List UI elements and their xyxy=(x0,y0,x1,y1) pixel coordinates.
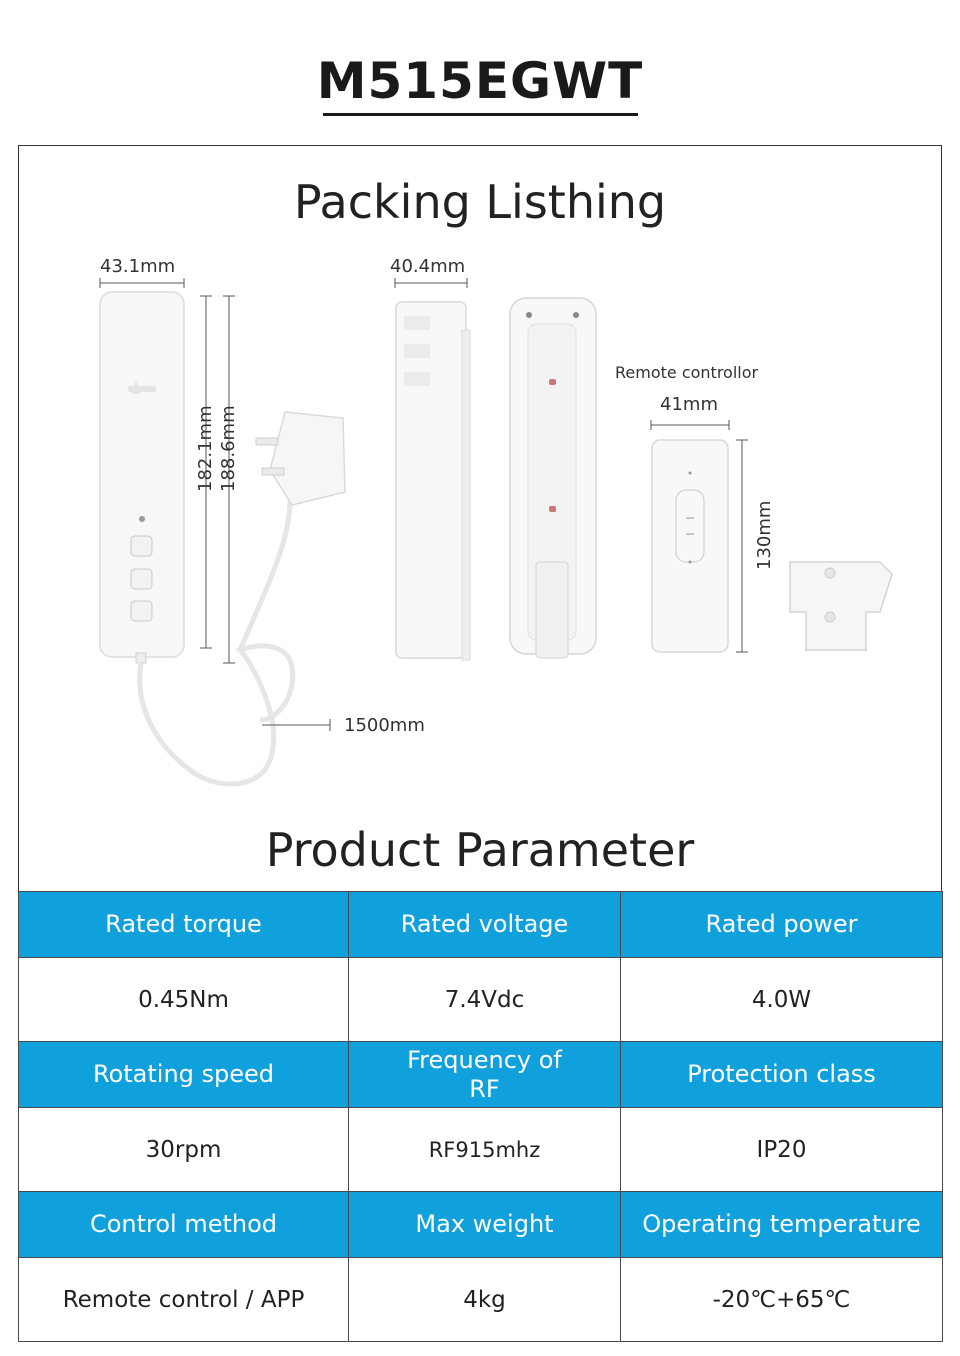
motor-width-label: 43.1mm xyxy=(100,256,176,277)
table-cell: Rated voltage xyxy=(348,891,621,958)
model-title-underline xyxy=(323,113,638,116)
table-cell: IP20 xyxy=(620,1107,943,1192)
motor-back-image xyxy=(509,297,597,659)
table-cell: 4kg xyxy=(348,1257,621,1342)
packing-list-title: Packing Listhing xyxy=(293,175,667,229)
table-cell: Rated torque xyxy=(18,891,349,958)
table-row: Rotating speed Frequency of RF Protectio… xyxy=(18,1041,943,1108)
packing-illustration xyxy=(99,278,893,787)
table-row: Remote control / APP 4kg -20℃+65℃ xyxy=(18,1257,943,1342)
table-row: Rated torque Rated voltage Rated power xyxy=(18,891,943,958)
table-cell: Control method xyxy=(18,1191,349,1258)
remote-width-label: 41mm xyxy=(660,394,718,415)
table-row: 30rpm RF915mhz IP20 xyxy=(18,1107,943,1192)
table-row: Control method Max weight Operating temp… xyxy=(18,1191,943,1258)
motor-height-label-2: 188.6mm xyxy=(218,405,239,492)
table-cell: 7.4Vdc xyxy=(348,957,621,1042)
mounting-bracket-image xyxy=(789,561,893,651)
table-cell: Operating temperature xyxy=(620,1191,943,1258)
remote-height-label: 130mm xyxy=(754,500,775,570)
motor-side-image xyxy=(395,301,471,661)
table-cell: -20℃+65℃ xyxy=(620,1257,943,1342)
table-cell: Frequency of RF xyxy=(348,1041,621,1108)
table-cell: RF915mhz xyxy=(348,1107,621,1192)
model-title: M515EGWT xyxy=(316,52,644,110)
table-row: 0.45Nm 7.4Vdc 4.0W xyxy=(18,957,943,1042)
table-cell: 4.0W xyxy=(620,957,943,1042)
table-cell: Remote control / APP xyxy=(18,1257,349,1342)
table-cell: Rotating speed xyxy=(18,1041,349,1108)
motor-height-label-1: 182.1mm xyxy=(195,405,216,492)
parameter-table: Rated torque Rated voltage Rated power 0… xyxy=(18,891,943,1342)
motor-front-image xyxy=(99,291,185,664)
remote-controller-image xyxy=(651,439,729,653)
table-cell: Max weight xyxy=(348,1191,621,1258)
power-adapter-image xyxy=(255,411,346,506)
side-width-label: 40.4mm xyxy=(390,256,466,277)
remote-controller-label: Remote controllor xyxy=(615,363,759,382)
table-cell: Rated power xyxy=(620,891,943,958)
product-parameter-title: Product Parameter xyxy=(265,823,695,877)
table-cell: 30rpm xyxy=(18,1107,349,1192)
table-cell: 0.45Nm xyxy=(18,957,349,1042)
table-cell: Protection class xyxy=(620,1041,943,1108)
cable-length-label: 1500mm xyxy=(344,715,425,736)
